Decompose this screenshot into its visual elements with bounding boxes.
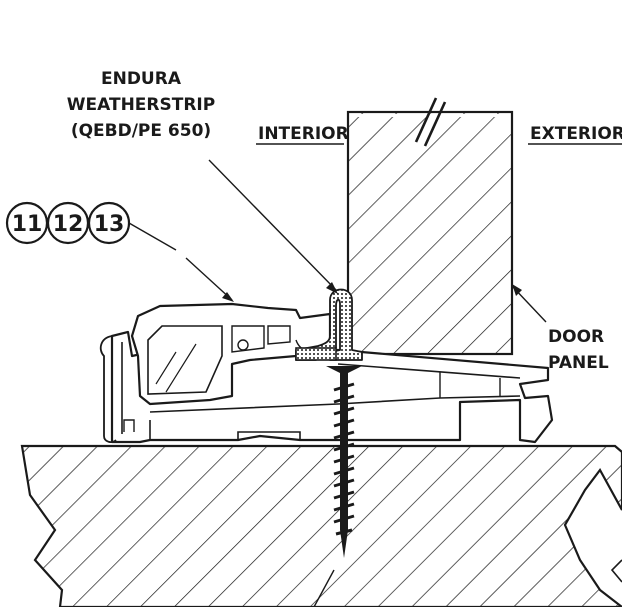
callout-number: 13 [94,212,125,237]
callout-number: 11 [12,212,43,237]
callout-number: 12 [53,212,84,237]
weatherstrip-label-line3: (QEBD/PE 650) [71,121,211,141]
weatherstrip-label-line2: WEATHERSTRIP [67,95,215,115]
break-mark [610,559,622,583]
break-symbol [414,97,447,147]
door-label-line1: DOOR [548,327,604,347]
door-panel [346,110,514,356]
screw [326,366,362,558]
weatherstrip [295,288,363,361]
interior-label: INTERIOR [258,124,349,144]
callout-group: 11 12 13 [5,201,131,245]
door-label-line2: PANEL [548,353,609,373]
weatherstrip-label-line1: ENDURA [101,69,182,89]
substrate-section [20,444,622,607]
exterior-label: EXTERIOR [530,124,622,144]
